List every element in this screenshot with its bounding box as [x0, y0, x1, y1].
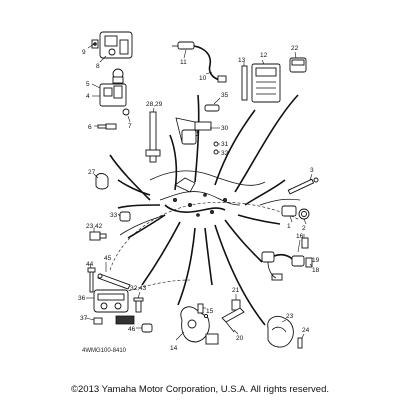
- callout-2: 2: [302, 225, 306, 232]
- relay-part-22: [289, 51, 307, 73]
- callout-14: 14: [170, 345, 178, 352]
- callout-12: 12: [260, 52, 268, 59]
- clip-part-37: [85, 317, 103, 325]
- starter-solenoid-part-14: [175, 306, 219, 345]
- callout-22: 22: [291, 45, 299, 52]
- bolt-part-24: [297, 333, 305, 349]
- washer-part-7: [122, 108, 131, 123]
- callout-37: 37: [80, 315, 88, 322]
- callout-labels: 9 8 11 10 13 12 22 5 4 7 6 28,29 35 30 3…: [78, 45, 320, 352]
- callout-35: 35: [221, 92, 229, 99]
- callout-30: 30: [221, 125, 229, 132]
- ignition-switch-part-5: [91, 68, 127, 107]
- plug-part-18: [305, 257, 313, 268]
- bolt-part-6: [94, 123, 117, 130]
- callout-5: 5: [86, 81, 90, 88]
- sender-part-1: [281, 205, 310, 225]
- clip-part-33: [117, 211, 131, 222]
- callout-31: 31: [221, 141, 229, 148]
- callout-24: 24: [302, 327, 310, 334]
- callout-18: 18: [312, 267, 320, 274]
- bolt-part-15: [197, 303, 209, 319]
- copyright-notice: ©2013 Yamaha Motor Corporation, U.S.A. A…: [71, 384, 329, 395]
- battery-part-36: [86, 289, 129, 313]
- sensor-cable-part-10: [172, 41, 227, 83]
- callout-13: 13: [238, 57, 246, 64]
- clamp-part-27: [93, 173, 109, 190]
- callout-32-43: 32,43: [130, 285, 147, 292]
- callout-33: 33: [110, 212, 118, 219]
- callout-1: 1: [287, 223, 291, 230]
- callout-23: 23: [286, 313, 294, 320]
- main-harness: [99, 170, 301, 301]
- callout-16: 16: [296, 233, 304, 240]
- diagram-reference-code: 4WMG100-8410: [82, 348, 127, 354]
- cable-part-45: [97, 262, 131, 290]
- callout-44: 44: [86, 261, 94, 268]
- callout-3: 3: [310, 167, 314, 174]
- callout-23-42: 23,42: [86, 223, 103, 230]
- callout-6: 6: [88, 124, 92, 131]
- cable-part-20: [221, 307, 245, 335]
- bolt-part-32-43: [133, 291, 144, 313]
- spark-plug-cap-part-19: [301, 234, 309, 249]
- callout-20: 20: [236, 335, 244, 342]
- sensor-assembly-part-30: [175, 97, 221, 155]
- label-plate-part: [115, 315, 135, 325]
- callout-45: 45: [104, 255, 112, 262]
- callout-7: 7: [128, 123, 132, 130]
- callout-4: 4: [86, 93, 90, 100]
- coil-harness-part-16: [261, 239, 305, 281]
- sensor-rod-part-3: [287, 173, 319, 195]
- callout-8: 8: [96, 63, 100, 70]
- callout-19: 19: [312, 257, 320, 264]
- callout-9: 9: [82, 49, 86, 56]
- coupler-part-23-42: [89, 228, 107, 241]
- callout-21: 21: [232, 287, 240, 294]
- callout-36: 36: [78, 295, 86, 302]
- callout-15: 15: [206, 308, 214, 315]
- coupler-part-46: [136, 323, 153, 333]
- relay-part-21: [231, 294, 241, 311]
- ecu-unit-part-12: [241, 59, 281, 103]
- horn-part-23: [267, 316, 294, 348]
- callout-11: 11: [180, 59, 187, 66]
- bracket-part-28-29: [145, 107, 161, 163]
- callout-46: 46: [128, 326, 136, 333]
- leader-lines: [109, 94, 299, 326]
- bolt-part-44: [87, 263, 96, 293]
- callout-27: 27: [88, 169, 96, 176]
- callout-32: 32: [221, 150, 229, 157]
- callout-28-29: 28,29: [146, 101, 163, 108]
- callout-10: 10: [199, 75, 207, 82]
- relay-unit-part-8: [87, 31, 133, 63]
